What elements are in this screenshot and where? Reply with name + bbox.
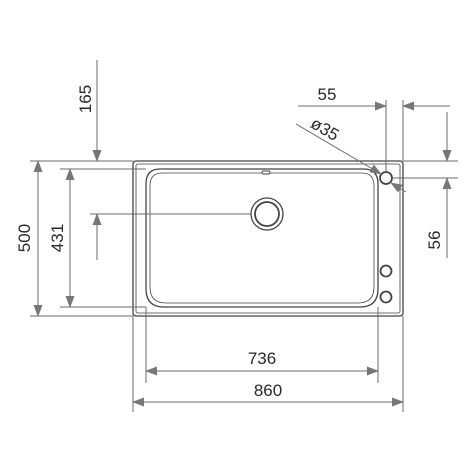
label-tap-diameter: ø35 — [307, 114, 342, 145]
dim-line-diameter — [295, 123, 382, 175]
label-overall-width: 860 — [254, 381, 282, 400]
label-bowl-width: 736 — [248, 349, 276, 368]
dim-line-diameter-tail — [390, 182, 407, 193]
bowl-outline — [145, 168, 379, 308]
extension-lines — [30, 100, 458, 412]
label-drain-offset: 165 — [76, 85, 95, 113]
drain-inner — [254, 201, 280, 227]
label-tap-offset-y: 56 — [425, 231, 444, 250]
dimension-labels: 500 431 165 736 860 55 56 ø35 — [15, 85, 444, 400]
label-tap-offset-x: 55 — [318, 85, 337, 104]
label-bowl-depth: 431 — [48, 224, 67, 252]
overflow-slot — [261, 170, 271, 175]
sink-rim — [132, 160, 404, 317]
sink-outline — [132, 160, 404, 317]
dimension-lines — [33, 60, 452, 407]
tap-hole-middle — [379, 264, 393, 278]
sink-rim-inner — [135, 163, 401, 314]
label-overall-depth: 500 — [15, 224, 34, 252]
tap-hole-bottom — [379, 290, 393, 304]
tap-hole-top — [379, 171, 393, 185]
bowl-inner-outline — [149, 172, 375, 304]
